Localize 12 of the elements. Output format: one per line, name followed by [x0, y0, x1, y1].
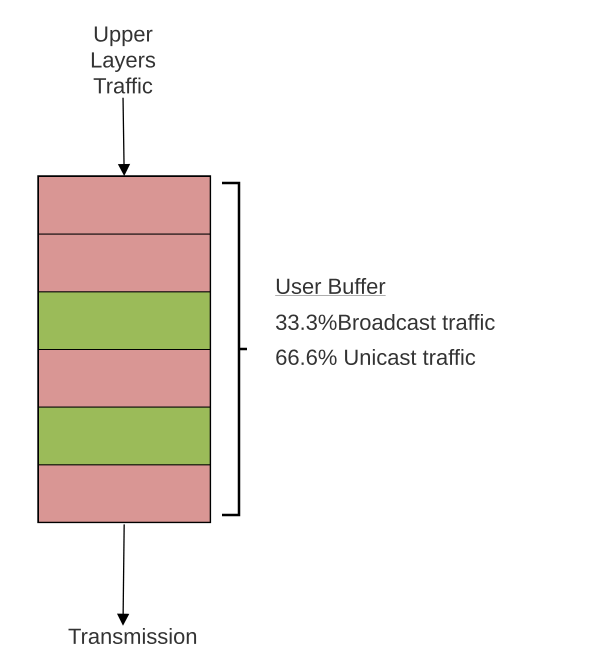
buffer-cell: [38, 234, 211, 292]
buffer-cell: [38, 291, 211, 350]
heading: User Buffer: [275, 278, 386, 296]
text-label: 66.6% Unicast traffic: [276, 348, 476, 366]
text-label: 33.3%Broadcast traffic: [276, 314, 495, 330]
buffer-stack: [37, 175, 212, 524]
text-label: Upper Layers Traffic: [92, 26, 156, 94]
buffer-cell: [38, 406, 211, 466]
buffer-cell: [38, 464, 211, 523]
text-label: Transmission: [68, 628, 196, 644]
buffer-cell: [38, 349, 211, 408]
buffer-cell: [38, 176, 211, 235]
